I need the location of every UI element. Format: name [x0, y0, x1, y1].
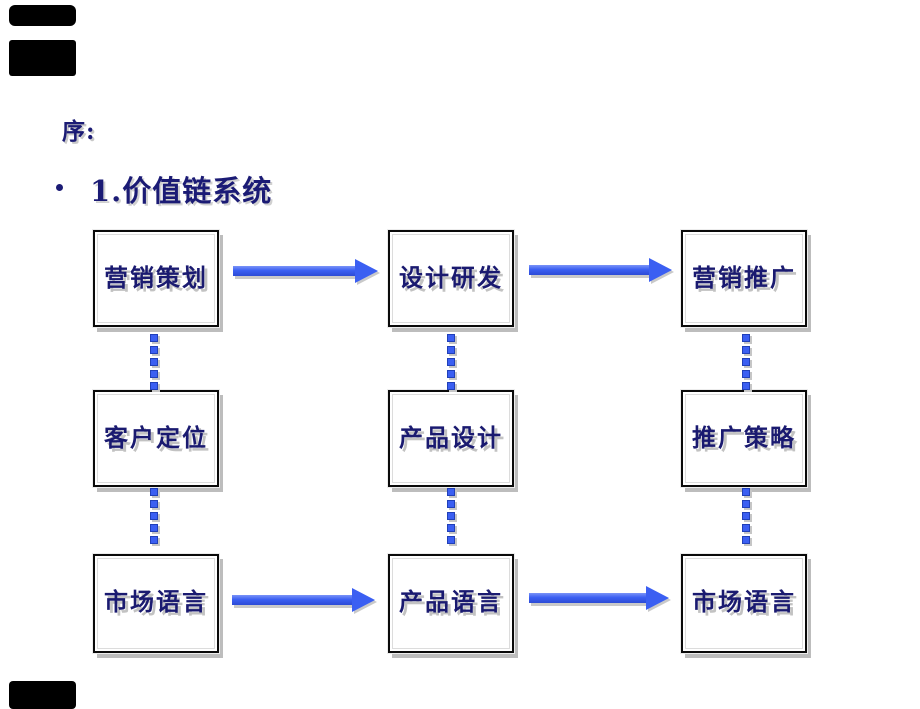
arrow-shaft	[232, 595, 354, 605]
arrow-head	[649, 258, 672, 282]
flow-box-product-design: 产品设计	[388, 390, 514, 487]
dashed-connector	[447, 488, 459, 544]
connector-dash	[150, 536, 158, 544]
connector-dash	[447, 334, 455, 342]
connector-dash	[447, 488, 455, 496]
dashed-connector	[447, 334, 459, 390]
connector-dash	[447, 382, 455, 390]
flow-box-marketing-planning: 营销策划	[93, 230, 219, 327]
arrow-shaft	[233, 266, 357, 276]
connector-dash	[742, 500, 750, 508]
connector-dash	[150, 524, 158, 532]
flow-box-label: 产品语言	[399, 587, 503, 616]
connector-dash	[150, 370, 158, 378]
arrow-head	[355, 259, 378, 283]
flow-box-promotion-strategy: 推广策略	[681, 390, 807, 487]
connector-dash	[150, 334, 158, 342]
connector-dash	[742, 512, 750, 520]
section-title: 1.价值链系统	[90, 174, 273, 208]
flow-box-label: 客户定位	[104, 423, 208, 452]
connector-dash	[742, 536, 750, 544]
connector-dash	[447, 524, 455, 532]
connector-dash	[447, 536, 455, 544]
connector-dash	[742, 334, 750, 342]
bullet-icon	[56, 184, 63, 191]
dashed-connector	[742, 488, 754, 544]
flow-box-marketing-promotion: 营销推广	[681, 230, 807, 327]
connector-dash	[742, 370, 750, 378]
black-bar-bottom	[9, 681, 76, 709]
flow-box-market-language-left: 市场语言	[93, 554, 219, 653]
connector-dash	[742, 382, 750, 390]
right-arrow-icon	[529, 586, 669, 610]
arrow-shaft	[529, 265, 651, 275]
connector-dash	[447, 512, 455, 520]
flow-box-market-language-right: 市场语言	[681, 554, 807, 653]
right-arrow-icon	[529, 258, 672, 282]
connector-dash	[150, 382, 158, 390]
connector-dash	[447, 346, 455, 354]
connector-dash	[150, 512, 158, 520]
flow-box-label: 营销策划	[104, 263, 208, 292]
dashed-connector	[150, 488, 162, 544]
flow-box-label: 营销推广	[692, 263, 796, 292]
flow-box-label: 产品设计	[399, 423, 503, 452]
connector-dash	[150, 358, 158, 366]
right-arrow-icon	[233, 259, 378, 283]
arrow-head	[646, 586, 669, 610]
flow-box-label: 市场语言	[692, 587, 796, 616]
arrow-shaft	[529, 593, 648, 603]
connector-dash	[150, 488, 158, 496]
flow-box-label: 设计研发	[399, 263, 503, 292]
page-heading: 序:	[62, 118, 96, 145]
flow-box-label: 推广策略	[692, 423, 796, 452]
flow-box-product-language: 产品语言	[388, 554, 514, 653]
connector-dash	[150, 346, 158, 354]
right-arrow-icon	[232, 588, 375, 612]
connector-dash	[742, 488, 750, 496]
flow-box-design-rd: 设计研发	[388, 230, 514, 327]
connector-dash	[742, 358, 750, 366]
flow-box-label: 市场语言	[104, 587, 208, 616]
connector-dash	[447, 358, 455, 366]
dashed-connector	[742, 334, 754, 390]
arrow-head	[352, 588, 375, 612]
black-bar-top-2	[9, 40, 76, 76]
black-bar-top-1	[9, 5, 76, 26]
connector-dash	[150, 500, 158, 508]
connector-dash	[447, 500, 455, 508]
dashed-connector	[150, 334, 162, 390]
flow-box-customer-positioning: 客户定位	[93, 390, 219, 487]
connector-dash	[742, 346, 750, 354]
connector-dash	[447, 370, 455, 378]
connector-dash	[742, 524, 750, 532]
